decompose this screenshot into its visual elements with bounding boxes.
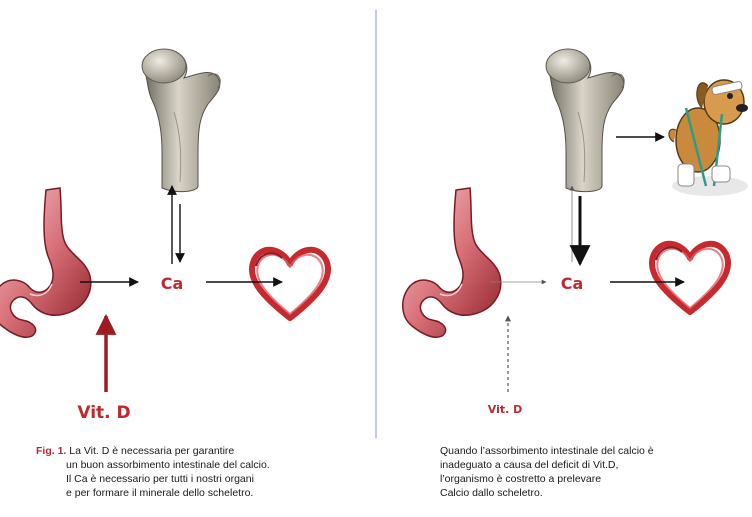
femur-bone-icon	[142, 49, 220, 192]
heart-icon	[652, 244, 728, 312]
injured-dog-cartoon-icon	[668, 68, 752, 200]
caption-line-1: La Vit. D è necessaria per garantire	[69, 445, 234, 457]
stomach-icon	[403, 188, 501, 337]
femur-bone-icon	[546, 49, 624, 192]
caption-line-4: e per formare il minerale dello scheletr…	[36, 486, 270, 500]
right-caption: Quando l’assorbimento intestinale del ca…	[440, 444, 654, 500]
caption-line-1: Quando l’assorbimento intestinale del ca…	[440, 444, 654, 458]
caption-line-2: inadeguato a causa del deficit di Vit.D,	[440, 458, 654, 472]
calcium-label: Ca	[561, 274, 584, 293]
vitamin-d-label: Vit. D	[488, 403, 523, 416]
calcium-label: Ca	[161, 274, 184, 293]
vitamin-d-label: Vit. D	[77, 403, 130, 423]
caption-line-4: Calcio dallo scheletro.	[440, 486, 654, 500]
left-caption: Fig. 1. La Vit. D è necessaria per garan…	[36, 444, 270, 500]
figure-label: Fig. 1.	[36, 445, 66, 457]
caption-line-2: un buon assorbimento intestinale del cal…	[36, 458, 270, 472]
caption-line-3: Il Ca è necessario per tutti i nostri or…	[36, 472, 270, 486]
heart-icon	[252, 250, 328, 318]
left-panel: Ca Vit. D	[0, 49, 328, 423]
right-panel: Ca Vit. D	[403, 49, 752, 416]
stomach-icon	[0, 188, 91, 337]
caption-line-3: l’organismo è costretto a prelevare	[440, 472, 654, 486]
